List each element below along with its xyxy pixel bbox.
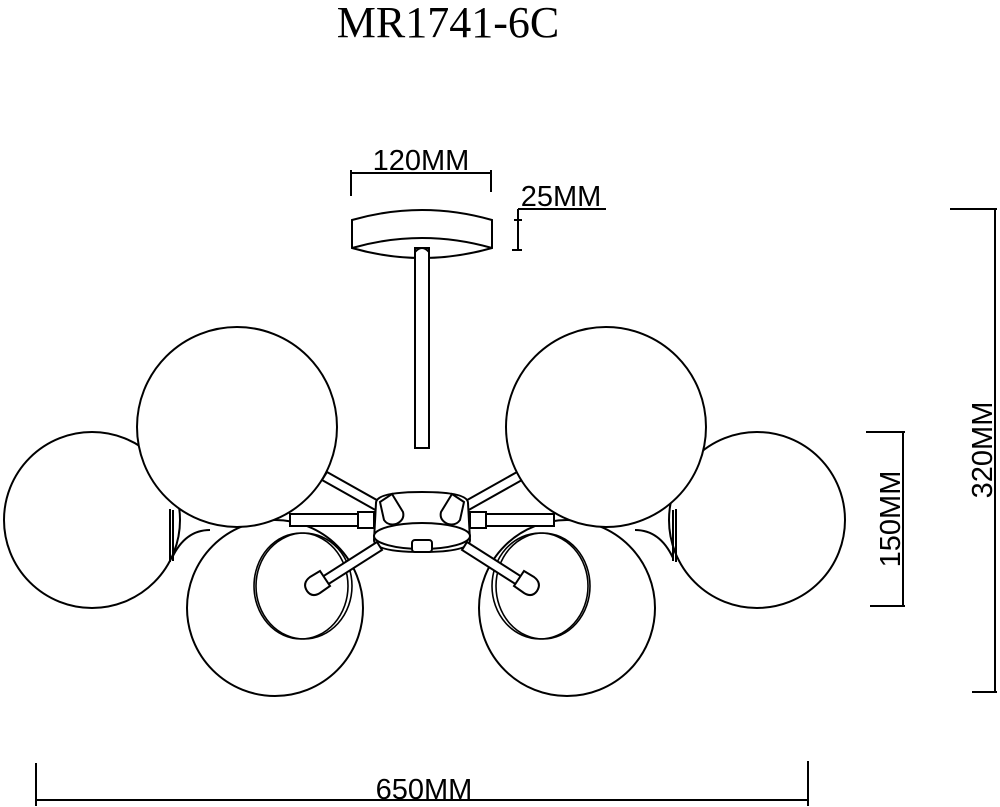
arm-lower-left [304,540,384,597]
total-width-label: 650MM [376,774,473,806]
globe-neck-outer-right [634,509,677,562]
canopy-height-dimension: 25MM [512,181,606,251]
globe-upper-left [136,326,338,528]
globe-height-label: 150MM [875,471,907,568]
total-width-dimension: 650MM [35,761,809,806]
total-height-dimension: 320MM [950,208,999,693]
socket-upper-right [439,492,466,526]
arm-horizontal-right [469,511,555,529]
model-title: MR1741-6C [337,0,559,47]
arm-lower-right [460,540,540,597]
globe-lower-right-rim [491,532,591,640]
canopy-height-label: 25MM [521,181,602,213]
canopy-width-dimension: 120MM [350,145,492,196]
socket-upper-left [378,492,405,526]
ceiling-canopy [351,209,493,259]
globe-lower-right [478,519,656,697]
globe-outer-left [3,431,181,609]
globe-lower-left-rim [253,532,353,640]
globe-outer-right [668,431,846,609]
globe-height-dimension: 150MM [866,431,907,607]
downrod-stem [414,247,430,449]
globe-upper-right [505,326,707,528]
canopy-width-label: 120MM [373,145,470,177]
total-height-label: 320MM [967,402,999,499]
arm-horizontal-left [289,511,375,529]
globe-neck-outer-left [169,509,211,562]
